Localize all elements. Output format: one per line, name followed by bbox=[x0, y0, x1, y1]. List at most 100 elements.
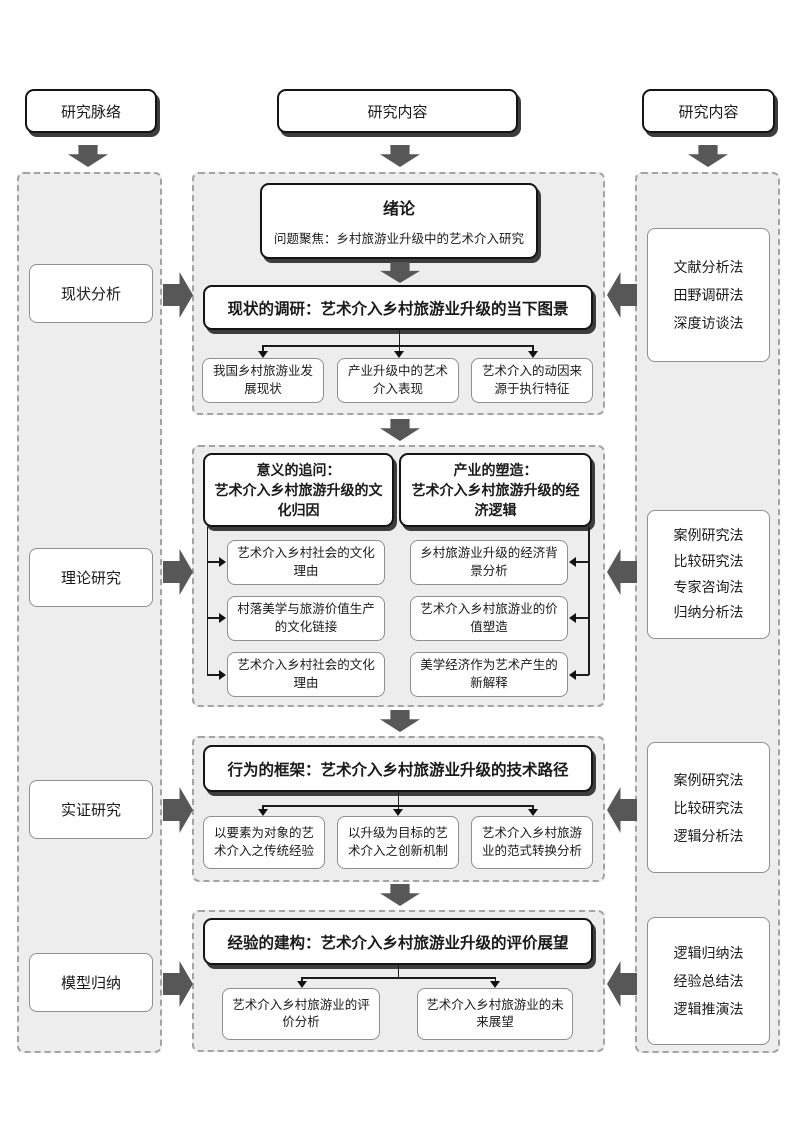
left-arrow-icon bbox=[607, 549, 637, 595]
connector-line bbox=[301, 977, 495, 979]
connector-line bbox=[262, 805, 264, 811]
leaf-label: 艺术介入乡村旅游业的价值塑造 bbox=[420, 602, 558, 634]
left-arrow-icon bbox=[607, 787, 637, 833]
connector-line bbox=[398, 330, 400, 346]
arrowhead-down-icon bbox=[394, 351, 404, 358]
leaf-label: 艺术介入乡村旅游业的范式转换分析 bbox=[481, 826, 582, 858]
arrowhead-left-icon bbox=[569, 670, 576, 680]
section2-left-header-box: 意义的追问： 艺术介入乡村旅游升级的文化归因 bbox=[203, 453, 394, 527]
method-item: 比较研究法 bbox=[673, 552, 744, 569]
pillar-box-research-content-center: 研究内容 bbox=[277, 89, 518, 133]
connector-line bbox=[301, 977, 303, 982]
connector-line bbox=[494, 977, 496, 982]
section2-right-box: 乡村旅游业升级的经济背景分析 bbox=[410, 540, 568, 585]
right-arrow-icon bbox=[163, 961, 193, 1007]
method-item: 深度访谈法 bbox=[673, 315, 744, 331]
connector-line bbox=[397, 965, 399, 978]
right-arrow-icon bbox=[163, 272, 193, 318]
arrowhead-right-icon bbox=[219, 613, 226, 623]
section2-right-header-prefix: 产业的塑造： bbox=[453, 461, 538, 478]
arrowhead-right-icon bbox=[219, 557, 226, 567]
leaf-label: 艺术介入乡村社会的文化理由 bbox=[237, 658, 375, 690]
section1-leaf-box: 产业升级中的艺术介入表现 bbox=[337, 358, 459, 403]
intro-title: 绪论 bbox=[382, 201, 415, 218]
stage-box-status-analysis: 现状分析 bbox=[29, 264, 153, 323]
section4-leaf-box: 艺术介入乡村旅游业的未来展望 bbox=[417, 988, 573, 1040]
method-item: 逻辑归纳法 bbox=[673, 945, 744, 961]
section2-left-box: 村落美学与旅游价值生产的文化链接 bbox=[227, 596, 385, 641]
connector-line bbox=[576, 561, 589, 563]
connector-line bbox=[398, 345, 400, 353]
section1-header-box: 现状的调研：艺术介入乡村旅游业升级的当下图景 bbox=[203, 285, 593, 330]
methods-box-1: 文献分析法 田野调研法 深度访谈法 bbox=[647, 228, 770, 362]
method-item: 比较研究法 bbox=[673, 799, 744, 816]
arrowhead-down-icon bbox=[528, 351, 538, 358]
section3-header-box: 行为的框架：艺术介入乡村旅游业升级的技术路径 bbox=[203, 745, 593, 792]
leaf-label: 乡村旅游业升级的经济背景分析 bbox=[420, 546, 558, 578]
connector-line bbox=[576, 617, 589, 619]
arrowhead-down-icon bbox=[393, 809, 403, 816]
methods-box-2: 案例研究法 比较研究法 专家咨询法 归纳分析法 bbox=[647, 510, 770, 639]
connector-line bbox=[532, 805, 534, 811]
connector-line bbox=[262, 345, 533, 347]
leaf-label: 艺术介入乡村旅游业的未来展望 bbox=[426, 997, 564, 1030]
arrowhead-down-icon bbox=[258, 809, 268, 816]
arrowhead-down-icon bbox=[258, 351, 268, 358]
stage-label: 实证研究 bbox=[60, 802, 121, 819]
intro-subtitle: 问题聚焦：乡村旅游业升级中的艺术介入研究 bbox=[273, 232, 524, 246]
connector-line bbox=[576, 674, 589, 676]
pillar-box-research-thread: 研究脉络 bbox=[25, 89, 157, 133]
method-item: 逻辑分析法 bbox=[673, 827, 744, 844]
pillar-label: 研究内容 bbox=[367, 103, 428, 121]
connector-line bbox=[206, 617, 220, 619]
method-item: 文献分析法 bbox=[673, 259, 744, 275]
section3-leaf-box: 艺术介入乡村旅游业的范式转换分析 bbox=[471, 816, 593, 869]
intro-box: 绪论 问题聚焦：乡村旅游业升级中的艺术介入研究 bbox=[260, 183, 538, 259]
connector-line bbox=[532, 345, 534, 353]
pillar-label: 研究内容 bbox=[678, 103, 739, 121]
section2-right-box: 艺术介入乡村旅游业的价值塑造 bbox=[410, 596, 568, 641]
section4-header: 经验的建构：艺术介入乡村旅游业升级的评价展望 bbox=[227, 934, 569, 952]
connector-line bbox=[397, 805, 399, 811]
leaf-label: 艺术介入乡村社会的文化理由 bbox=[237, 546, 375, 578]
method-item: 案例研究法 bbox=[673, 526, 744, 543]
stage-box-theoretical-research: 理论研究 bbox=[29, 548, 153, 607]
leaf-label: 艺术介入乡村旅游业的评价分析 bbox=[232, 997, 370, 1030]
pillar-box-research-content-right: 研究内容 bbox=[642, 89, 775, 133]
connector-line bbox=[206, 527, 208, 675]
leaf-label: 以要素为对象的艺术介入之传统经验 bbox=[213, 826, 314, 858]
down-arrow-icon bbox=[380, 884, 420, 906]
arrowhead-down-icon bbox=[528, 809, 538, 816]
down-arrow-icon bbox=[688, 145, 728, 167]
leaf-label: 产业升级中的艺术介入表现 bbox=[347, 364, 448, 396]
leaf-label: 美学经济作为艺术产生的新解释 bbox=[420, 658, 558, 690]
method-item: 经验总结法 bbox=[673, 973, 744, 989]
leaf-label: 村落美学与旅游价值生产的文化链接 bbox=[237, 602, 375, 634]
left-arrow-icon bbox=[607, 961, 637, 1007]
section2-right-header-rest: 艺术介入乡村旅游升级的经济逻辑 bbox=[411, 481, 580, 519]
stage-box-model-induction: 模型归纳 bbox=[29, 953, 153, 1012]
leaf-label: 我国乡村旅游业发展现状 bbox=[212, 364, 313, 396]
section1-leaf-box: 我国乡村旅游业发展现状 bbox=[202, 358, 324, 403]
section1-leaf-box: 艺术介入的动因来源于执行特征 bbox=[471, 358, 593, 403]
method-item: 逻辑推演法 bbox=[673, 1001, 744, 1017]
arrowhead-down-icon bbox=[297, 981, 307, 988]
arrowhead-left-icon bbox=[569, 557, 576, 567]
stage-label: 模型归纳 bbox=[60, 975, 121, 992]
right-arrow-icon bbox=[163, 787, 193, 833]
method-item: 田野调研法 bbox=[673, 287, 744, 303]
section2-left-box: 艺术介入乡村社会的文化理由 bbox=[227, 540, 385, 585]
down-arrow-icon bbox=[380, 710, 420, 732]
down-arrow-icon bbox=[380, 145, 420, 167]
section3-leaf-box: 以升级为目标的艺术介入之创新机制 bbox=[337, 816, 459, 869]
method-item: 案例研究法 bbox=[673, 771, 744, 788]
section3-header: 行为的框架：艺术介入乡村旅游业升级的技术路径 bbox=[227, 761, 569, 779]
down-arrow-icon bbox=[380, 419, 420, 441]
right-arrow-icon bbox=[163, 549, 193, 595]
connector-line bbox=[262, 345, 264, 353]
section2-left-box: 艺术介入乡村社会的文化理由 bbox=[227, 652, 385, 697]
section2-left-header-prefix: 意义的追问： bbox=[256, 461, 341, 478]
section4-header-box: 经验的建构：艺术介入乡村旅游业升级的评价展望 bbox=[203, 918, 593, 965]
stage-box-empirical-research: 实证研究 bbox=[29, 780, 153, 839]
connector-line bbox=[588, 527, 590, 675]
